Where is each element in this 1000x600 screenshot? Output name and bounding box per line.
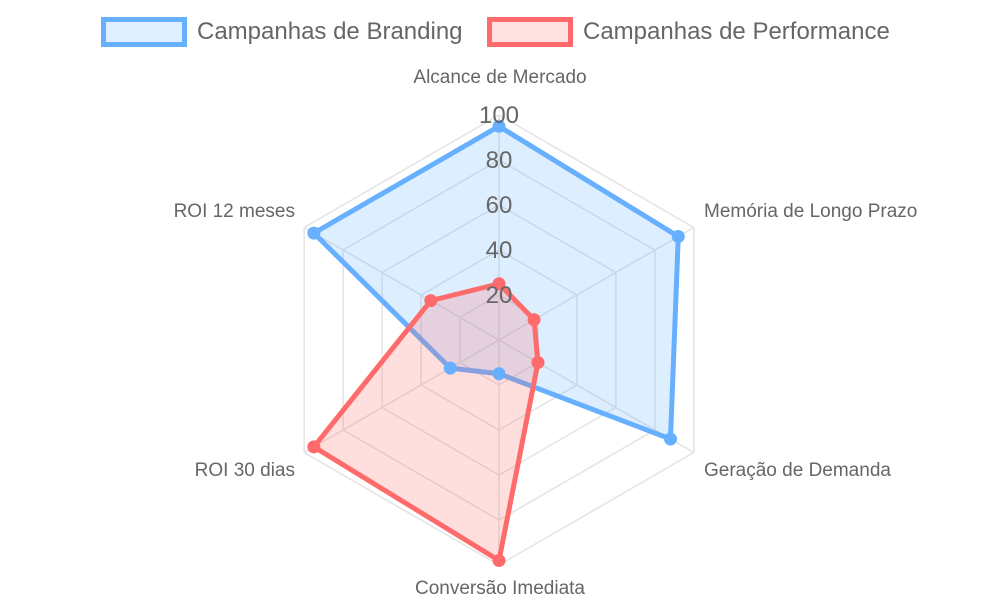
data-point[interactable] xyxy=(492,119,506,133)
data-point[interactable] xyxy=(307,440,321,454)
data-point[interactable] xyxy=(531,356,545,369)
data-point[interactable] xyxy=(492,367,506,381)
data-point[interactable] xyxy=(424,294,438,308)
legend-label-branding: Campanhas de Branding xyxy=(197,18,463,45)
radar-tick-labels: 20 40 60 80 100 xyxy=(479,102,519,309)
data-point[interactable] xyxy=(671,230,685,243)
axis-label: Memória de Longo Prazo xyxy=(704,201,917,222)
data-point[interactable] xyxy=(663,432,677,446)
tick-label: 40 xyxy=(486,237,513,264)
angle-line xyxy=(303,226,500,341)
grid-ring xyxy=(420,249,578,431)
axis-label: Conversão Imediata xyxy=(415,578,585,599)
tick-label: 80 xyxy=(486,147,513,174)
legend-label-performance: Campanhas de Performance xyxy=(583,18,890,45)
legend-item-branding[interactable]: Campanhas de Branding xyxy=(101,16,463,48)
data-point[interactable] xyxy=(492,277,506,291)
axis-label: Geração de Demanda xyxy=(704,460,891,481)
data-point[interactable] xyxy=(492,554,506,567)
grid-ring xyxy=(381,204,617,476)
data-point[interactable] xyxy=(443,361,457,375)
chart-legend: Campanhas de Branding Campanhas de Perfo… xyxy=(0,16,1000,48)
grid-ring xyxy=(342,159,656,521)
tick-label: 100 xyxy=(479,102,519,129)
axis-label: Alcance de Mercado xyxy=(413,67,586,88)
data-point[interactable] xyxy=(307,226,321,240)
data-point[interactable] xyxy=(527,313,541,327)
axis-label: ROI 30 dias xyxy=(195,460,295,481)
legend-swatch-branding xyxy=(101,17,187,47)
series-area-1 xyxy=(311,281,541,563)
angle-line xyxy=(303,339,500,454)
legend-item-performance[interactable]: Campanhas de Performance xyxy=(487,16,890,48)
axis-label: ROI 12 meses xyxy=(174,201,295,222)
legend-swatch-performance xyxy=(487,17,573,47)
radar-series xyxy=(307,119,685,567)
tick-label: 60 xyxy=(486,192,513,219)
tick-label: 20 xyxy=(486,282,513,309)
